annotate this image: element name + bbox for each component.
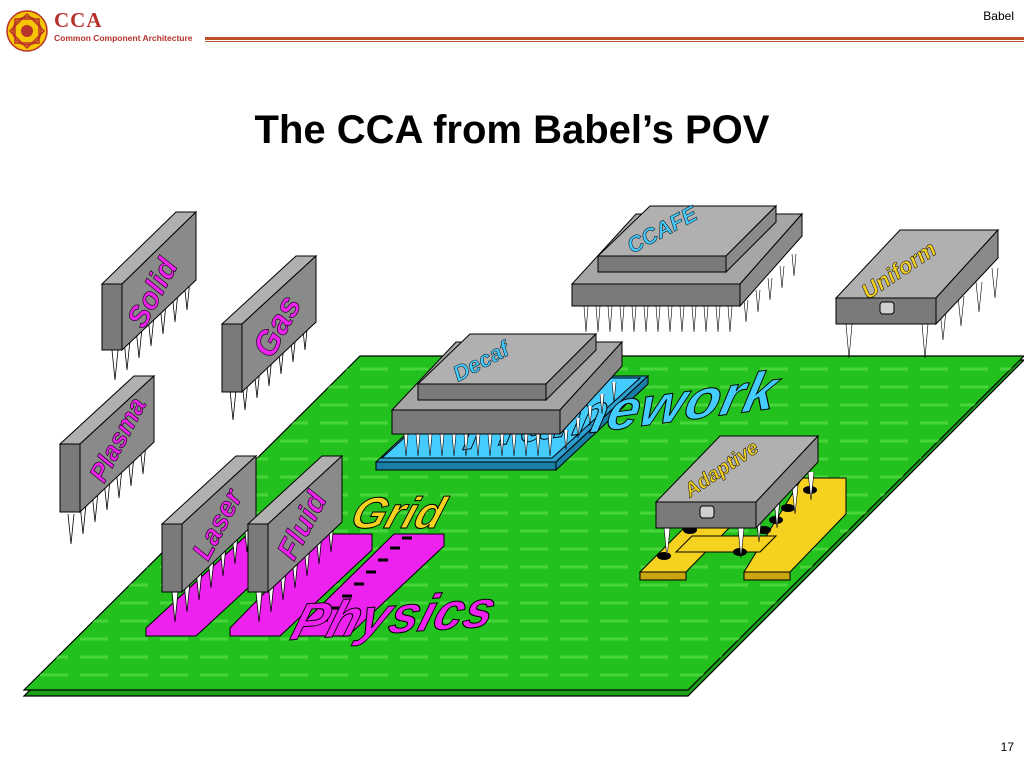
chip-gas: Gas [220, 254, 318, 421]
chip-solid: Solid [100, 210, 198, 381]
page-number: 17 [1000, 740, 1014, 754]
chip-adaptive: Adaptive [654, 434, 820, 559]
cca-logo-icon [6, 10, 48, 52]
chip-fluid: Fluid [246, 454, 344, 623]
logo-subtitle: Common Component Architecture [54, 33, 193, 43]
chip-uniform: Uniform [834, 228, 1000, 359]
chip-plasma: Plasma [58, 374, 156, 545]
slide-title: The CCA from Babel’s POV [254, 108, 770, 152]
chip-decaf: Decaf [390, 332, 624, 457]
chip-ccafe: CCAFE [570, 200, 804, 333]
chip-laser: Laser [160, 454, 258, 623]
header-label: Babel [983, 9, 1014, 23]
header-rule [205, 37, 1024, 42]
logo-text: CCA [54, 8, 103, 32]
grid-label: Grid [345, 488, 453, 538]
